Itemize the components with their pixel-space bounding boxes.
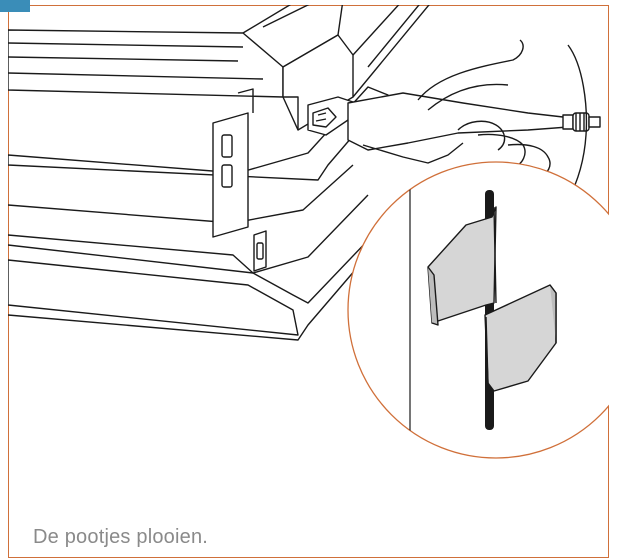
bent-tabs-detail-icon [347, 161, 609, 459]
step-badge [0, 0, 30, 12]
caption-text: De pootjes plooien. [33, 526, 209, 548]
pliers-icon [307, 92, 601, 164]
assembly-illustration [8, 5, 609, 459]
frame-rail-drawing [8, 5, 430, 341]
